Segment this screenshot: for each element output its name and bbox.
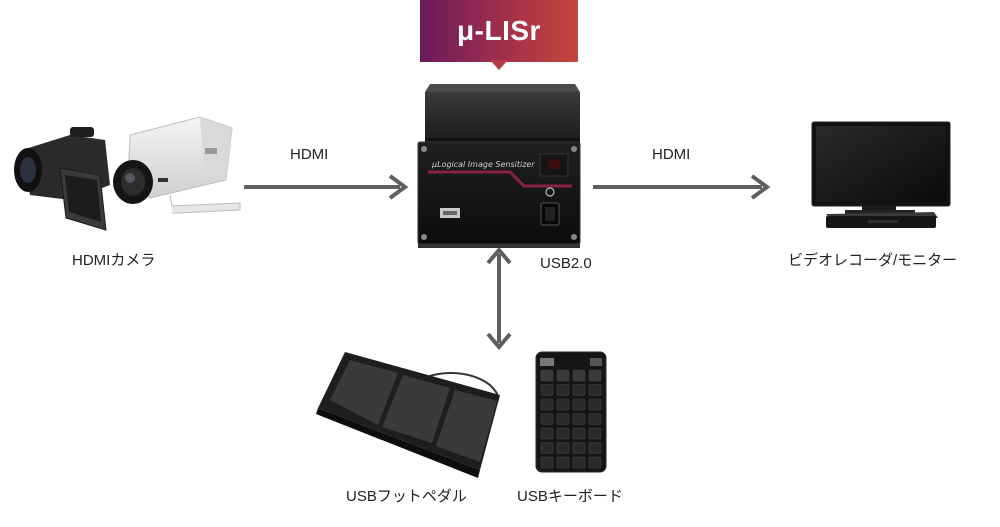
keyboard-key	[540, 384, 554, 396]
usb-connection-label: USB2.0	[540, 255, 592, 272]
keyboard-key	[540, 413, 554, 425]
keyboard-key	[588, 369, 602, 382]
keyboard-key	[540, 442, 554, 454]
keyboard-key	[556, 369, 570, 382]
keyboard-key	[540, 427, 554, 440]
keyboard-key	[540, 456, 554, 469]
keyboard-key	[556, 413, 570, 425]
keyboard-key	[556, 398, 570, 411]
keyboard-key	[588, 398, 602, 411]
keyboard-key	[588, 442, 602, 454]
keyboard-key	[572, 456, 586, 469]
arrow-device-to-recorder	[593, 174, 771, 200]
keyboard-label: USBキーボード	[517, 488, 623, 505]
recorder-label: ビデオレコーダ/モニター	[788, 252, 958, 269]
camera-label: HDMIカメラ	[72, 252, 156, 269]
arrow-usb-bidirectional	[486, 246, 512, 351]
title-pointer	[490, 60, 508, 70]
keyboard-key	[572, 369, 586, 382]
keyboard-key	[556, 442, 570, 454]
keyboard-key	[556, 384, 570, 396]
keyboard-key	[588, 427, 602, 440]
monitor	[811, 121, 951, 214]
video-recorder	[826, 212, 938, 228]
keyboard-key	[588, 456, 602, 469]
keyboard-key	[588, 384, 602, 396]
arrow-camera-to-device	[244, 174, 409, 200]
keyboard-key	[572, 398, 586, 411]
box-camera	[113, 116, 241, 214]
foot-pedal	[316, 352, 500, 478]
keyboard-key	[540, 369, 554, 382]
foot-pedal-label: USBフットペダル	[346, 488, 467, 505]
device-panel-text: μLogical Image Sensitizer	[431, 160, 535, 169]
numeric-keyboard	[535, 351, 607, 473]
keyboard-key	[572, 413, 586, 425]
product-title-banner: μ-LISr	[420, 0, 578, 62]
left-connection-label: HDMI	[290, 146, 329, 163]
mu-lisr-device: μLogical Image Sensitizer	[417, 84, 581, 248]
keyboard-key	[572, 427, 586, 440]
keyboard-key	[588, 413, 602, 425]
keyboard-key	[572, 442, 586, 454]
keyboard-key	[556, 456, 570, 469]
keyboard-key	[572, 384, 586, 396]
product-title: μ-LISr	[457, 15, 541, 46]
right-connection-label: HDMI	[652, 146, 691, 163]
keyboard-keys	[540, 369, 602, 469]
keyboard-key	[556, 427, 570, 440]
camcorder	[14, 127, 110, 231]
keyboard-key	[540, 398, 554, 411]
